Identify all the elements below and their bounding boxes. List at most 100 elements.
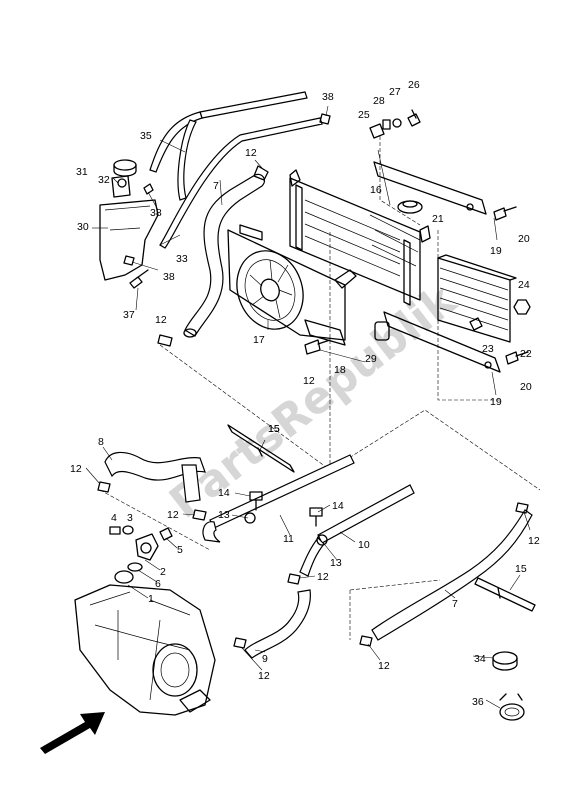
callout: 37: [123, 309, 135, 321]
oil-cooler: [437, 254, 517, 343]
cooling-fan-assembly: [227, 224, 357, 346]
callout: 13: [330, 557, 342, 569]
bolt-4: [109, 526, 121, 535]
front-direction-arrow: [40, 712, 105, 754]
callout: 20: [518, 233, 530, 245]
callout: 30: [77, 221, 89, 233]
pipe-11: [202, 454, 355, 543]
bolt-37: [129, 269, 149, 289]
callout: 7: [213, 180, 219, 192]
nut-24: [513, 299, 531, 315]
thermostat-2: [114, 570, 134, 584]
callout: 20: [520, 381, 532, 393]
callout-labels: 1 2 3 4 5 6 7 7 8 9 10 11 12 12 12 12 12…: [70, 79, 540, 708]
callout: 15: [515, 563, 527, 575]
callout: 14: [218, 487, 230, 499]
callout: 38: [163, 271, 175, 283]
bracket-15: [227, 424, 295, 473]
callout: 23: [482, 343, 494, 355]
hose-clamp: [515, 502, 529, 514]
callout: 7: [452, 598, 458, 610]
callout: 3: [127, 512, 133, 524]
hose-clamp-34: [492, 651, 518, 671]
callout: 11: [283, 533, 294, 545]
hose-clamp: [253, 165, 269, 181]
callout: 1: [148, 593, 154, 605]
hose-clamp: [192, 509, 207, 521]
callout: 35: [140, 130, 152, 142]
callout: 10: [358, 539, 370, 551]
hose-clamp: [157, 334, 173, 347]
callout: 25: [358, 109, 370, 121]
radiator: [289, 169, 431, 306]
grommet-29: [374, 321, 390, 341]
reservoir-clamp: [117, 178, 127, 188]
radiator-cap: [397, 200, 423, 214]
callout: 12: [245, 147, 257, 159]
callout: 12: [167, 509, 179, 521]
callout: 12: [378, 660, 390, 672]
callout: 21: [432, 213, 444, 225]
clip-38: [143, 183, 154, 195]
callout: 12: [317, 571, 329, 583]
callout: 12: [70, 463, 82, 475]
hose-clamp: [359, 635, 373, 647]
hose-clamp: [233, 637, 247, 649]
callout: 19: [490, 245, 502, 257]
lower-radiator-hose: [371, 509, 533, 641]
callout: 17: [253, 334, 265, 346]
callout: 24: [518, 279, 530, 291]
engine: [74, 584, 216, 716]
bolt-26: [407, 109, 421, 127]
bolt-20-lower: [505, 351, 529, 365]
upper-radiator-hose: [183, 173, 266, 338]
callout: 27: [389, 86, 401, 98]
callout: 26: [408, 79, 420, 91]
callout: 38: [322, 91, 334, 103]
callout: 19: [490, 396, 502, 408]
callout: 9: [262, 653, 268, 665]
washer-3: [122, 525, 134, 535]
callout: 33: [176, 253, 188, 265]
bracket-15: [474, 577, 536, 612]
callout: 29: [365, 353, 377, 365]
assembly-outline: [159, 344, 541, 491]
callout: 5: [177, 544, 183, 556]
hose-9: [244, 589, 311, 659]
bolt-5: [159, 527, 173, 541]
callout: 12: [155, 314, 167, 326]
callout: 6: [155, 578, 161, 590]
callout: 2: [160, 566, 166, 578]
callout: 8: [98, 436, 104, 448]
clip-38: [123, 255, 135, 266]
callout: 38: [150, 207, 162, 219]
hose-8: [104, 451, 206, 503]
callout: 14: [332, 500, 344, 512]
hose-clamp: [287, 573, 301, 585]
callout: 15: [268, 423, 280, 435]
callout: 15: [268, 423, 280, 435]
clip-38: [319, 113, 331, 125]
callout: 28: [373, 95, 385, 107]
pipe-10: [299, 484, 415, 577]
hose-clamp-13: [244, 512, 256, 524]
bolt-14: [249, 491, 263, 511]
hose-clamp-13: [316, 534, 328, 546]
callout: 36: [472, 696, 484, 708]
leader-lines: [85, 105, 531, 709]
bolt-14: [309, 507, 323, 527]
callout: 18: [334, 364, 346, 376]
hose-clamp: [97, 481, 111, 493]
callout: 12: [303, 375, 315, 387]
reservoir-cap: [113, 159, 137, 177]
bolt-23: [469, 317, 483, 331]
callout: 34: [474, 653, 486, 665]
o-ring-6: [127, 562, 143, 572]
callout: 4: [111, 512, 117, 524]
callout: 22: [520, 348, 532, 360]
radiator-bracket-lower: [383, 311, 501, 373]
bush-28: [382, 119, 391, 130]
collar-25: [369, 123, 385, 139]
callout: 32: [98, 174, 110, 186]
